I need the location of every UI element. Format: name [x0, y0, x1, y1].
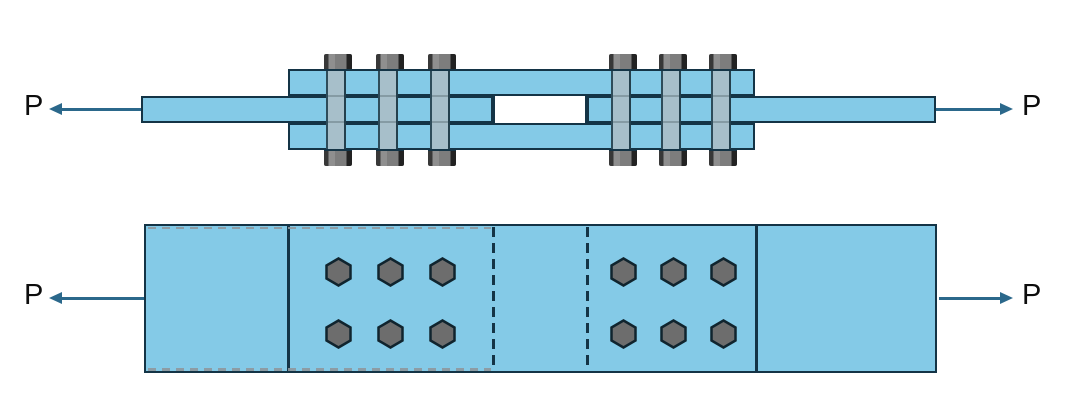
plate-joint-line: [613, 95, 629, 97]
hex-bolt-head-icon: [324, 319, 352, 349]
main-plate-right: [587, 96, 936, 123]
splice-plate-bottom: [288, 123, 755, 150]
plate-joint-line: [328, 95, 344, 97]
hex-bolt-head-icon: [609, 319, 637, 349]
plate-joint-line: [663, 121, 679, 123]
splice-plate-edge-right-line: [755, 224, 758, 373]
splice-plate-top: [288, 69, 755, 96]
hex-bolt-head-shape: [659, 257, 687, 287]
plate-joint-line: [380, 95, 396, 97]
hex-bolt-head-icon: [428, 319, 456, 349]
hex-bolt-head-shape: [609, 319, 637, 349]
bolt-head: [609, 54, 637, 71]
hex-bolt-head-icon: [376, 257, 404, 287]
load-label-left: P: [24, 279, 44, 311]
hex-bolt-head-icon: [709, 319, 737, 349]
load-arrowhead-left-icon: [49, 292, 62, 304]
plate-joint-line: [713, 95, 729, 97]
bolt-shaft: [430, 71, 450, 149]
bolt-head: [376, 54, 404, 71]
load-arrow-line-right: [939, 297, 1002, 300]
hex-bolt-head-shape: [324, 257, 352, 287]
bolt-nut: [609, 149, 637, 166]
plate-joint-line: [613, 121, 629, 123]
load-arrowhead-right-icon: [1000, 103, 1013, 115]
hex-bolt-head-shape: [428, 319, 456, 349]
hidden-plate-end-left-dashed-line: [492, 227, 495, 370]
hex-bolt-head-icon: [428, 257, 456, 287]
bolt-nut: [428, 149, 456, 166]
plate-joint-line: [432, 95, 448, 97]
bolt-shaft: [326, 71, 346, 149]
bolt-nut: [659, 149, 687, 166]
hex-bolt-head-shape: [428, 257, 456, 287]
bolt-head: [709, 54, 737, 71]
bolt-shaft: [711, 71, 731, 149]
hex-bolt-head-shape: [376, 319, 404, 349]
hidden-plate-end-right-dashed-line: [586, 227, 589, 370]
plate-joint-line: [380, 121, 396, 123]
bolt-head: [428, 54, 456, 71]
load-label-left: P: [24, 90, 44, 122]
hidden-edge-dashes-bottom: [148, 368, 491, 371]
bolt-head: [659, 54, 687, 71]
hex-bolt-head-shape: [609, 257, 637, 287]
plate-joint-line: [432, 121, 448, 123]
bolt-nut: [324, 149, 352, 166]
splice-plate-edge-left-line: [287, 224, 290, 373]
load-label-right: P: [1022, 279, 1042, 311]
load-arrow-line-left: [61, 297, 144, 300]
bolt-head: [324, 54, 352, 71]
load-arrowhead-right-icon: [1000, 292, 1013, 304]
plan-plate-outline: [144, 224, 937, 373]
load-arrow-line-left: [61, 108, 141, 111]
bolt-shaft: [378, 71, 398, 149]
plate-joint-line: [713, 121, 729, 123]
hex-bolt-head-shape: [709, 257, 737, 287]
hex-bolt-head-icon: [659, 257, 687, 287]
plate-joint-line: [328, 121, 344, 123]
bolt-shaft: [611, 71, 631, 149]
hidden-edge-dashes-top: [148, 226, 491, 229]
hex-bolt-head-shape: [324, 319, 352, 349]
hex-bolt-head-shape: [709, 319, 737, 349]
bolt-nut: [376, 149, 404, 166]
load-arrowhead-left-icon: [49, 103, 62, 115]
hex-bolt-head-icon: [609, 257, 637, 287]
load-label-right: P: [1022, 90, 1042, 122]
bolt-nut: [709, 149, 737, 166]
hex-bolt-head-shape: [376, 257, 404, 287]
hex-bolt-head-shape: [659, 319, 687, 349]
plate-joint-line: [663, 95, 679, 97]
bolt-shaft: [661, 71, 681, 149]
hex-bolt-head-icon: [324, 257, 352, 287]
hex-bolt-head-icon: [376, 319, 404, 349]
load-arrow-line-right: [936, 108, 1002, 111]
butt-joint-gap: [493, 96, 587, 123]
hex-bolt-head-icon: [709, 257, 737, 287]
hex-bolt-head-icon: [659, 319, 687, 349]
